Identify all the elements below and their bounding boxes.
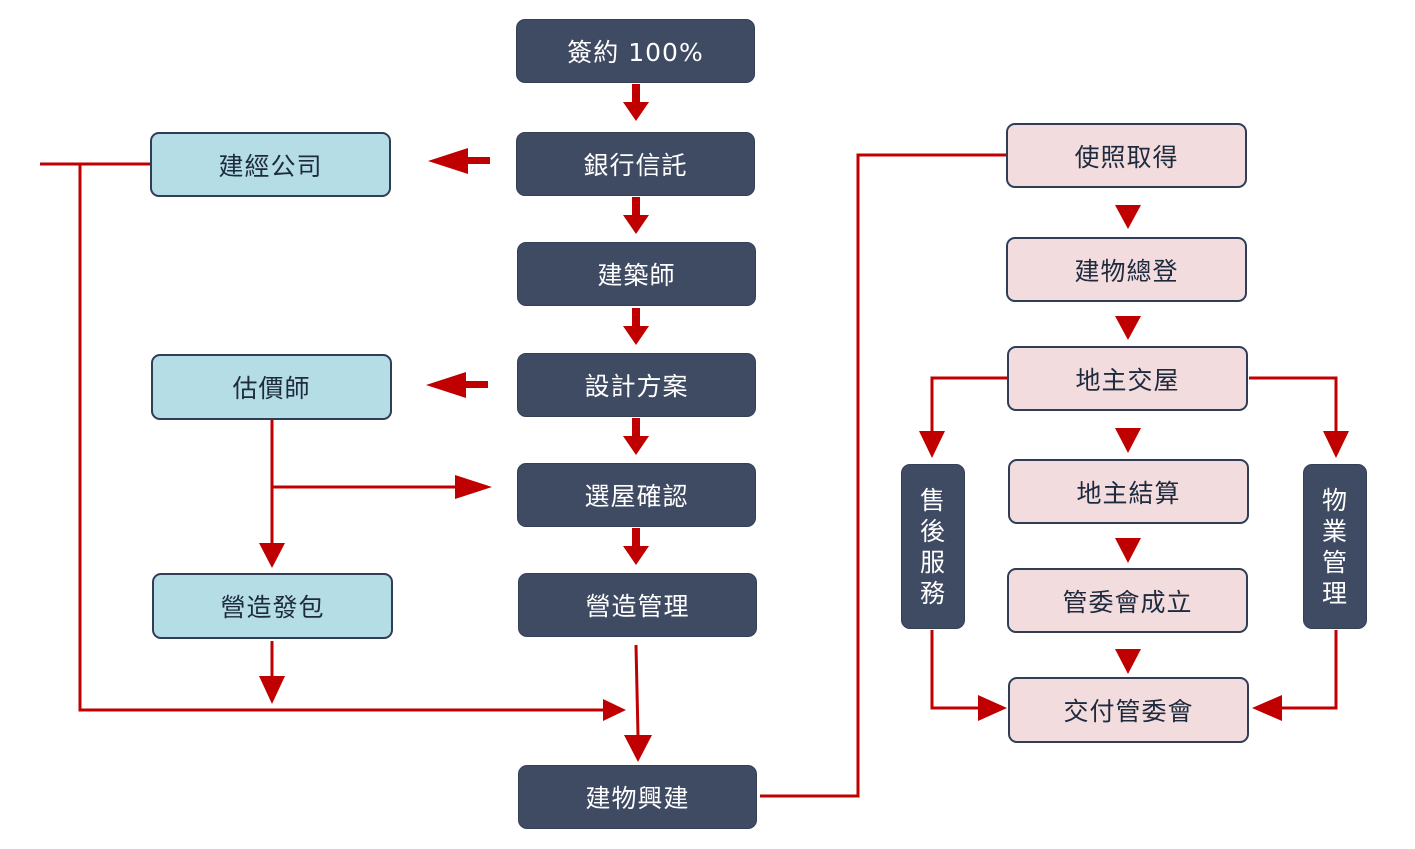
handover-to-owners-box: 地主交屋	[1007, 346, 1248, 411]
property-management-char: 業	[1321, 516, 1348, 546]
property-management-char: 理	[1321, 578, 1348, 608]
appraiser-box: 估價師	[151, 354, 392, 420]
building-construction-box: 建物興建	[518, 765, 757, 829]
architect-box: 建築師	[517, 242, 756, 306]
arrow-to-building-construction	[624, 735, 652, 762]
arrow-design-to-appraiser	[426, 372, 466, 398]
arrow-to-property-management	[1323, 431, 1349, 458]
arrow-bank-to-developer	[428, 148, 468, 174]
arrow-appraiser-to-contract	[259, 543, 285, 568]
arrow-design-to-selection	[623, 436, 649, 455]
arrow-architect-to-design	[623, 326, 649, 345]
handover-to-committee-box: 交付管委會	[1008, 677, 1249, 743]
arrow-selection-to-management	[623, 546, 649, 565]
building-registration-box: 建物總登	[1006, 237, 1247, 302]
arrow-sign-to-bank	[623, 84, 649, 121]
sign-box: 簽約 100%	[516, 19, 755, 83]
line-property-management-down	[1281, 630, 1338, 710]
after-sales-char: 後	[919, 516, 946, 546]
after-sales-char: 務	[919, 578, 946, 608]
arrow-handover-to-settlement	[1115, 428, 1141, 453]
bank-trust-box: 銀行信託	[516, 132, 755, 196]
after-sales-box: 售 後 服 務	[901, 464, 965, 629]
line-left-vertical	[78, 164, 604, 712]
committee-established-box: 管委會成立	[1007, 568, 1248, 633]
owner-settlement-box: 地主結算	[1008, 459, 1249, 524]
line-handover-right	[1249, 376, 1338, 432]
property-management-char: 管	[1321, 547, 1348, 577]
arrow-property-management-to-delivery	[1252, 695, 1282, 721]
line-management-down	[634, 644, 640, 737]
arrow-settlement-to-committee	[1115, 538, 1141, 563]
developer-box: 建經公司	[150, 132, 391, 197]
arrow-registration-to-handover	[1115, 316, 1141, 340]
arrow-contract-to-bottom	[259, 676, 285, 704]
property-management-box: 物 業 管 理	[1303, 464, 1367, 629]
after-sales-char: 服	[919, 547, 946, 577]
arrow-permit-to-registration	[1115, 205, 1141, 229]
line-after-sales-down	[930, 630, 979, 710]
arrow-committee-to-delivery	[1115, 649, 1141, 674]
arrow-appraiser-to-selection	[455, 475, 492, 499]
arrow-after-sales-to-delivery	[978, 695, 1007, 721]
line-construction-to-permit	[760, 153, 1007, 798]
line-handover-left	[930, 376, 1007, 432]
property-management-char: 物	[1321, 485, 1348, 515]
design-plan-box: 設計方案	[517, 353, 756, 417]
usage-permit-box: 使照取得	[1006, 123, 1247, 188]
after-sales-char: 售	[919, 485, 946, 515]
arrow-to-after-sales	[919, 431, 945, 458]
construction-contract-box: 營造發包	[152, 573, 393, 639]
unit-selection-box: 選屋確認	[517, 463, 756, 527]
construction-management-box: 營造管理	[518, 573, 757, 637]
arrow-bottom-to-main	[603, 699, 626, 721]
arrow-bank-to-architect	[623, 215, 649, 234]
